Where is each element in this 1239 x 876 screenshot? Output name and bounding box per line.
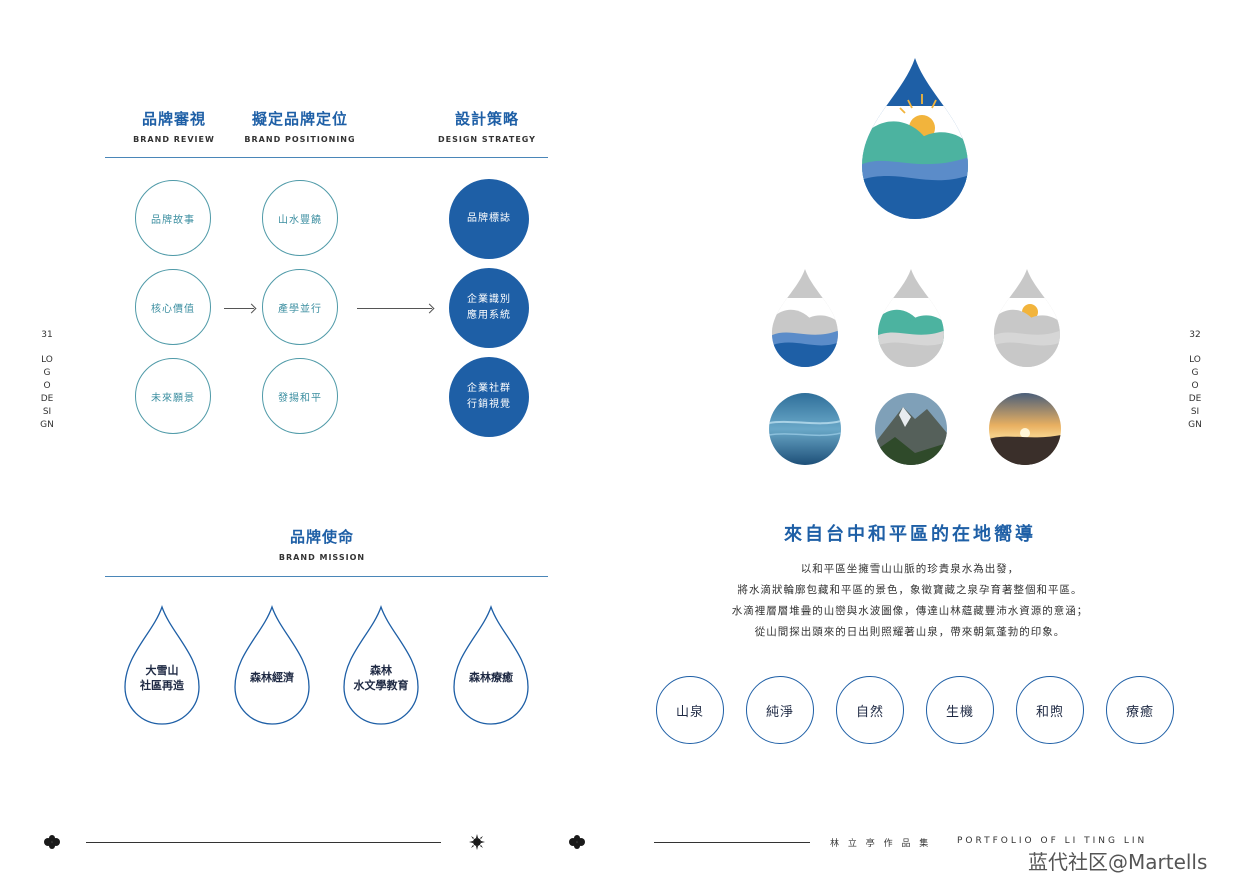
- header-subtitle: BRAND POSITIONING: [244, 135, 356, 144]
- flower-ornament-icon: [44, 835, 60, 849]
- mission-drop-outline: [234, 605, 310, 725]
- header-subtitle: BRAND REVIEW: [133, 135, 215, 144]
- body-line: 將水滴狀輪廓包藏和平區的景色，象徵寶藏之泉孕育著整個和平區。: [737, 584, 1083, 596]
- logo-variant-water-icon: [772, 269, 838, 367]
- body-line: 從山間探出頭來的日出則照耀著山泉，帶來朝氣蓬勃的印象。: [754, 626, 1066, 638]
- page-number: 32: [1189, 330, 1201, 340]
- page-number: 31: [41, 330, 53, 340]
- watermark: 蓝代社区@Martells: [1028, 850, 1208, 874]
- mountain-photo: [875, 393, 947, 465]
- keyword-badge: 山泉: [656, 676, 724, 744]
- mission-header: 品牌使命 BRAND MISSION: [262, 526, 382, 562]
- review-item: 核心價值: [135, 269, 211, 345]
- brand-logo-icon: [862, 58, 968, 219]
- sunrise-photo: [989, 393, 1061, 465]
- side-label: LOGO DESIGN: [1188, 355, 1202, 430]
- positioning-item: 山水豐饒: [262, 180, 338, 256]
- header-divider: [105, 157, 548, 158]
- strategy-item: 企業社群 行銷視覺: [449, 357, 529, 437]
- keyword-badge: 和煦: [1016, 676, 1084, 744]
- section-heading: 來自台中和平區的在地嚮導: [784, 524, 1036, 545]
- header-title: 設計策略: [454, 110, 519, 128]
- arrow-right-icon: [357, 308, 432, 309]
- mission-item: 森林療癒: [469, 671, 513, 684]
- mission-drop-outline: [453, 605, 529, 725]
- footer-portfolio: PORTFOLIO OF LI TING LIN: [957, 836, 1148, 846]
- mission-item: 大雪山 社區再造: [140, 664, 184, 692]
- footer-rule: [654, 842, 810, 843]
- header-brand-positioning: 擬定品牌定位 BRAND POSITIONING: [238, 108, 362, 144]
- positioning-item: 產學並行: [262, 269, 338, 345]
- strategy-item: 企業識別 應用系統: [449, 268, 529, 348]
- keyword-badge: 純淨: [746, 676, 814, 744]
- flower-ornament-icon: [569, 835, 585, 849]
- strategy-item: 品牌標誌: [449, 179, 529, 259]
- mission-divider: [105, 576, 548, 577]
- side-label: LOGO DESIGN: [40, 355, 54, 430]
- footer-rule: [86, 842, 441, 843]
- review-item: 未來願景: [135, 358, 211, 434]
- mission-title: 品牌使命: [289, 528, 354, 546]
- keyword-badge: 療癒: [1106, 676, 1174, 744]
- review-item: 品牌故事: [135, 180, 211, 256]
- header-subtitle: DESIGN STRATEGY: [438, 135, 536, 144]
- mission-item: 森林 水文學教育: [353, 664, 409, 692]
- keyword-badge: 生機: [926, 676, 994, 744]
- mission-subtitle: BRAND MISSION: [278, 553, 366, 562]
- header-title: 品牌審視: [141, 110, 206, 128]
- arrow-right-icon: [224, 308, 254, 309]
- sun-ornament-icon: [469, 834, 485, 850]
- mission-drop-outline: [343, 605, 419, 725]
- header-design-strategy: 設計策略 DESIGN STRATEGY: [428, 108, 546, 144]
- mission-drop-outline: [124, 605, 200, 725]
- header-title: 擬定品牌定位: [251, 110, 348, 128]
- footer-author: 林 立 亭 作 品 集: [830, 839, 932, 849]
- logo-variant-mountain-icon: [878, 269, 944, 367]
- body-line: 水滴裡層層堆疊的山巒與水波圖像，傳達山林蘊藏豐沛水資源的意涵；: [731, 605, 1089, 617]
- positioning-item: 發揚和平: [262, 358, 338, 434]
- header-brand-review: 品牌審視 BRAND REVIEW: [115, 108, 233, 144]
- body-line: 以和平區坐擁雪山山脈的珍貴泉水為出發，: [800, 563, 1020, 575]
- keyword-badge: 自然: [836, 676, 904, 744]
- water-photo: [769, 393, 841, 465]
- mission-item: 森林經濟: [250, 671, 294, 684]
- logo-variant-sun-icon: [994, 269, 1060, 367]
